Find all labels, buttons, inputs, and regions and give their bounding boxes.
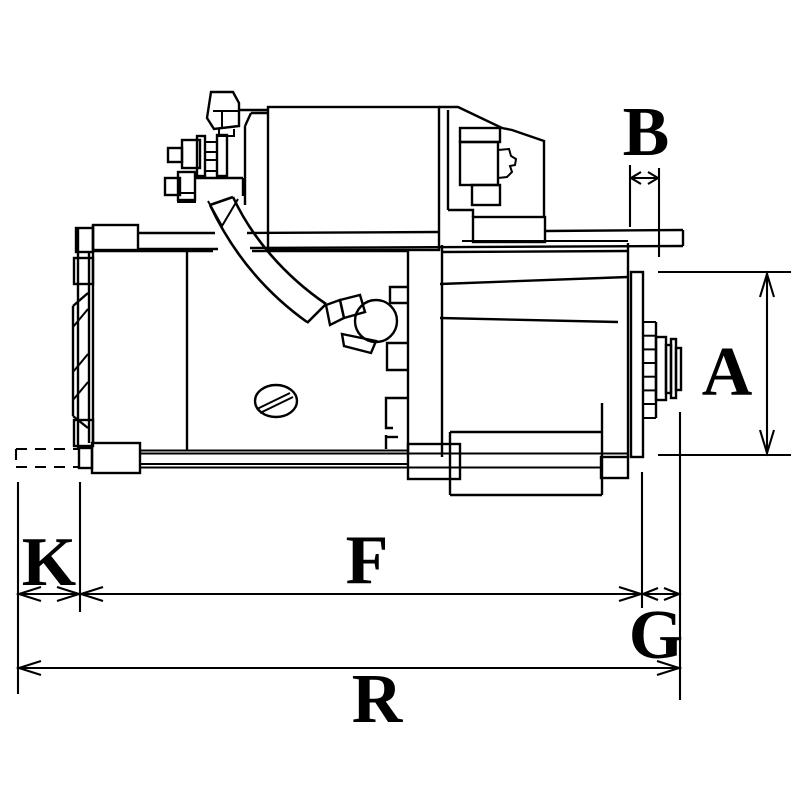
arrowhead-R-right [656, 659, 683, 677]
boss-hatch-2 [72, 353, 89, 373]
spline-teeth [643, 321, 658, 419]
dimension-B: B [623, 94, 670, 257]
spool-top [204, 141, 218, 153]
spool-bottom [204, 159, 218, 172]
bolt-profile [497, 147, 518, 179]
lever-pivot [324, 293, 399, 355]
flange-notch-2 [385, 341, 408, 372]
upper-terminal-stud [166, 146, 184, 164]
lever-lower-blob [340, 332, 378, 355]
ear-block [91, 223, 140, 252]
lever-link-2 [338, 293, 367, 320]
pivot-circle [353, 298, 399, 344]
dimension-F: F [77, 522, 645, 603]
terminal-cap [205, 90, 268, 137]
cable-outer-edge [208, 204, 308, 324]
boss-top-diagonal [72, 292, 89, 307]
rail-top-b [246, 230, 440, 235]
housing-top-edge [441, 249, 629, 254]
bracket-pedestal [471, 215, 547, 244]
housing-right-foot [599, 455, 630, 480]
top-rails [138, 228, 685, 251]
foot-nose [77, 446, 94, 470]
arrowhead-F-left [77, 585, 104, 603]
bracket-lower-block [470, 183, 502, 207]
solenoid [163, 90, 547, 252]
rear-bracket [439, 105, 547, 244]
arrowhead-R-left [15, 659, 42, 677]
screw-head-circle [253, 383, 299, 419]
solenoid-body [266, 105, 441, 252]
dimension-G: G [629, 412, 683, 700]
bracket-boss [458, 126, 502, 144]
arrowhead-B-left [628, 171, 642, 185]
foot-block [90, 441, 142, 475]
housing-slope-line-2 [439, 316, 619, 324]
arrowhead-A-bottom [758, 429, 776, 457]
label-G: G [629, 597, 683, 674]
flange-notch-3 [384, 396, 408, 430]
boss-hatch-1 [72, 308, 89, 328]
shaft-end [674, 346, 683, 392]
bracket-step [448, 208, 475, 217]
screw-slot-line-1 [256, 392, 291, 410]
arrowhead-B-right [647, 171, 661, 185]
arrowhead-K-left [15, 585, 42, 603]
boss-hatch-3 [72, 381, 89, 401]
bolt-block [458, 140, 500, 187]
label-R: R [352, 661, 404, 738]
label-F: F [346, 522, 389, 599]
cable-start-cut [209, 195, 234, 207]
housing-slope-line-1 [439, 275, 629, 286]
flange-notch-1 [388, 285, 408, 305]
label-K: K [22, 524, 76, 601]
screw-slot-line-2 [259, 396, 294, 414]
end-plate [629, 270, 645, 459]
cap-outline [205, 90, 241, 131]
gear-housing [384, 243, 630, 497]
label-B: B [623, 94, 670, 171]
arrowhead-A-top [758, 270, 776, 298]
front-bracket [14, 223, 142, 475]
battery-cable [208, 195, 327, 324]
label-A: A [702, 334, 753, 411]
cable-end-cut [306, 303, 327, 324]
dimension-A: A [658, 270, 791, 457]
screw-head [253, 383, 299, 419]
flange-foot [406, 442, 462, 481]
dimension-K: K [15, 482, 83, 694]
boss-bottom-diagonal [72, 415, 89, 429]
bracket-outline [439, 105, 546, 218]
rail-top-c [544, 228, 684, 233]
shaft-collar [654, 335, 668, 402]
washer-plate-1 [195, 134, 207, 178]
arrowhead-G-right [663, 587, 682, 601]
terminal-studs [163, 133, 245, 229]
solenoid-front-step [243, 112, 253, 127]
rail-bottom-b [249, 244, 684, 250]
output-shaft [629, 270, 683, 459]
washer-plate-2 [215, 133, 229, 178]
cable-inner-edge [231, 196, 327, 306]
arrowhead-G-left [640, 587, 659, 601]
lower-terminal-block [176, 170, 197, 202]
lower-terminal-base [177, 192, 196, 203]
dimension-R: R [15, 659, 683, 738]
lower-terminal-nut [163, 176, 182, 197]
